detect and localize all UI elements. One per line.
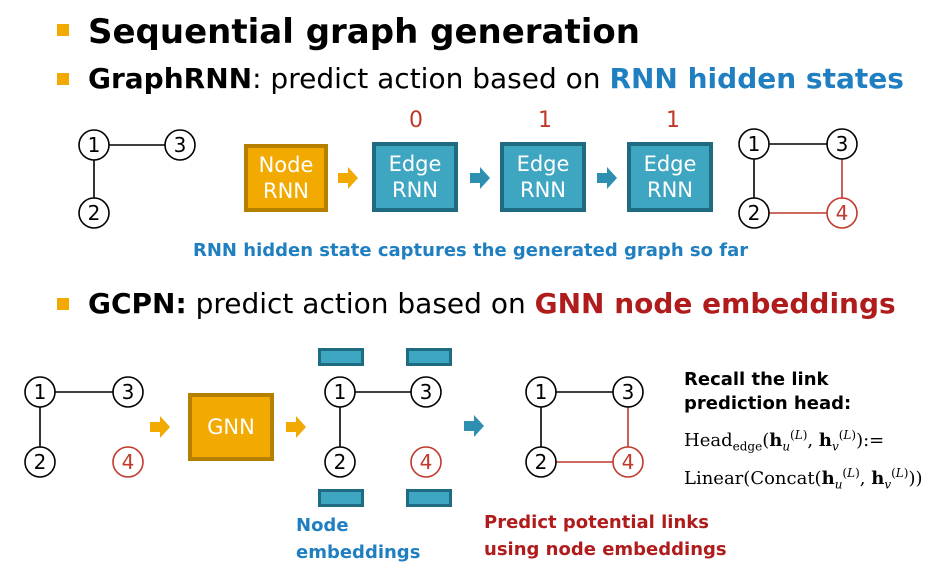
node-label-1: 1 [88, 133, 101, 157]
gnn-box: GNN [188, 393, 274, 461]
node-2 [78, 197, 110, 229]
graphrnn-heading-bold: GraphRNN [88, 62, 253, 95]
graphrnn-heading: GraphRNN: predict action based on RNN hi… [88, 62, 904, 96]
edge-rnn-label-1: Edge [516, 152, 570, 176]
edge-rnn-label-2: RNN [391, 178, 438, 202]
node-4 [826, 197, 858, 229]
predict-caption-1: Predict potential links [484, 512, 709, 533]
graphrnn-caption: RNN hidden state captures the generated … [193, 240, 749, 261]
gcpn-heading-bold: GCPN: [88, 287, 187, 320]
node-1 [78, 129, 110, 161]
arrow-icon [150, 416, 170, 438]
node-2 [324, 446, 356, 478]
edge-rnn-label-2: RNN [646, 178, 693, 202]
embeddings-caption: Node embeddings [296, 512, 420, 566]
graphrnn-input-graph: 1 3 2 [78, 129, 196, 229]
node-3 [410, 376, 442, 408]
edge-rnn-label-2: RNN [519, 178, 566, 202]
edge-rnn-box-1: Edge RNN [372, 142, 458, 212]
edge-rnn-label-1: Edge [388, 152, 442, 176]
node-1 [24, 376, 56, 408]
edge-output-3: 1 [666, 108, 680, 133]
node-4 [112, 446, 144, 478]
node-label-3: 3 [622, 380, 635, 404]
gcpn-heading: GCPN: predict action based on GNN node e… [88, 287, 896, 321]
node-label-2: 2 [334, 450, 347, 474]
gcpn-output-graph: 1 3 2 4 [525, 376, 644, 478]
arrow-icon [470, 167, 490, 189]
gcpn-input-graph: 1 3 2 4 [24, 376, 144, 478]
recall-note: Recall the link prediction head: [684, 368, 851, 416]
node-embedding-1 [318, 348, 364, 366]
node-2 [738, 197, 770, 229]
node-embedding-3 [406, 348, 452, 366]
node-label-2: 2 [535, 450, 548, 474]
recall-line-1: Recall the link [684, 369, 829, 390]
node-3 [826, 128, 858, 160]
bullet-1 [57, 24, 69, 36]
predict-caption: Predict potential links using node embed… [484, 509, 727, 563]
edge-rnn-box-3: Edge RNN [627, 142, 713, 212]
node-embedding-2 [318, 489, 364, 507]
page-title: Sequential graph generation [88, 12, 640, 52]
node-label-4: 4 [622, 450, 635, 474]
node-label-4: 4 [122, 450, 135, 474]
edge-output-1: 0 [409, 108, 423, 133]
node-4 [410, 446, 442, 478]
node-rnn-label-2: RNN [262, 179, 309, 203]
formula-line-2: Linear(Concat(hu(L), hv(L))) [684, 466, 923, 492]
arrow-icon [338, 167, 358, 189]
node-label-2: 2 [88, 201, 101, 225]
node-label-2: 2 [34, 450, 47, 474]
node-3 [612, 376, 644, 408]
gnn-label: GNN [207, 415, 255, 439]
gcpn-embedded-graph: 1 3 2 4 [324, 376, 442, 478]
graphrnn-output-graph: 1 3 2 4 [738, 128, 858, 229]
predict-caption-2: using node embeddings [484, 539, 727, 560]
node-2 [525, 446, 557, 478]
arrow-icon [464, 415, 484, 437]
arrow-icon [286, 416, 306, 438]
arrow-icon [597, 167, 617, 189]
node-1 [738, 128, 770, 160]
node-label-4: 4 [420, 450, 433, 474]
node-label-3: 3 [836, 132, 849, 156]
formula-line-1: Headedge(hu(L), hv(L)):= [684, 428, 885, 454]
node-1 [525, 376, 557, 408]
node-label-3: 3 [122, 380, 135, 404]
node-label-1: 1 [748, 132, 761, 156]
node-rnn-label-1: Node [258, 153, 314, 177]
gcpn-heading-text: predict action based on [186, 287, 535, 320]
node-4 [612, 446, 644, 478]
node-3 [112, 376, 144, 408]
node-3 [164, 129, 196, 161]
edge-rnn-label-1: Edge [643, 152, 697, 176]
recall-line-2: prediction head: [684, 393, 852, 414]
node-label-1: 1 [535, 380, 548, 404]
edge-output-2: 1 [538, 108, 552, 133]
embeddings-caption-1: Node [296, 515, 349, 536]
bullet-3 [57, 298, 69, 310]
node-label-2: 2 [748, 201, 761, 225]
edge-rnn-box-2: Edge RNN [500, 142, 586, 212]
node-1 [324, 376, 356, 408]
node-label-3: 3 [174, 133, 187, 157]
graphrnn-heading-text: : predict action based on [252, 62, 610, 95]
node-label-4: 4 [836, 201, 849, 225]
node-label-3: 3 [420, 380, 433, 404]
bullet-2 [57, 73, 69, 85]
node-2 [24, 446, 56, 478]
node-label-1: 1 [34, 380, 47, 404]
node-label-1: 1 [334, 380, 347, 404]
gcpn-heading-highlight: GNN node embeddings [534, 287, 896, 320]
node-rnn-box: Node RNN [244, 144, 328, 212]
embeddings-caption-2: embeddings [296, 542, 421, 563]
graphrnn-heading-highlight: RNN hidden states [609, 62, 904, 95]
node-embedding-4 [406, 489, 452, 507]
